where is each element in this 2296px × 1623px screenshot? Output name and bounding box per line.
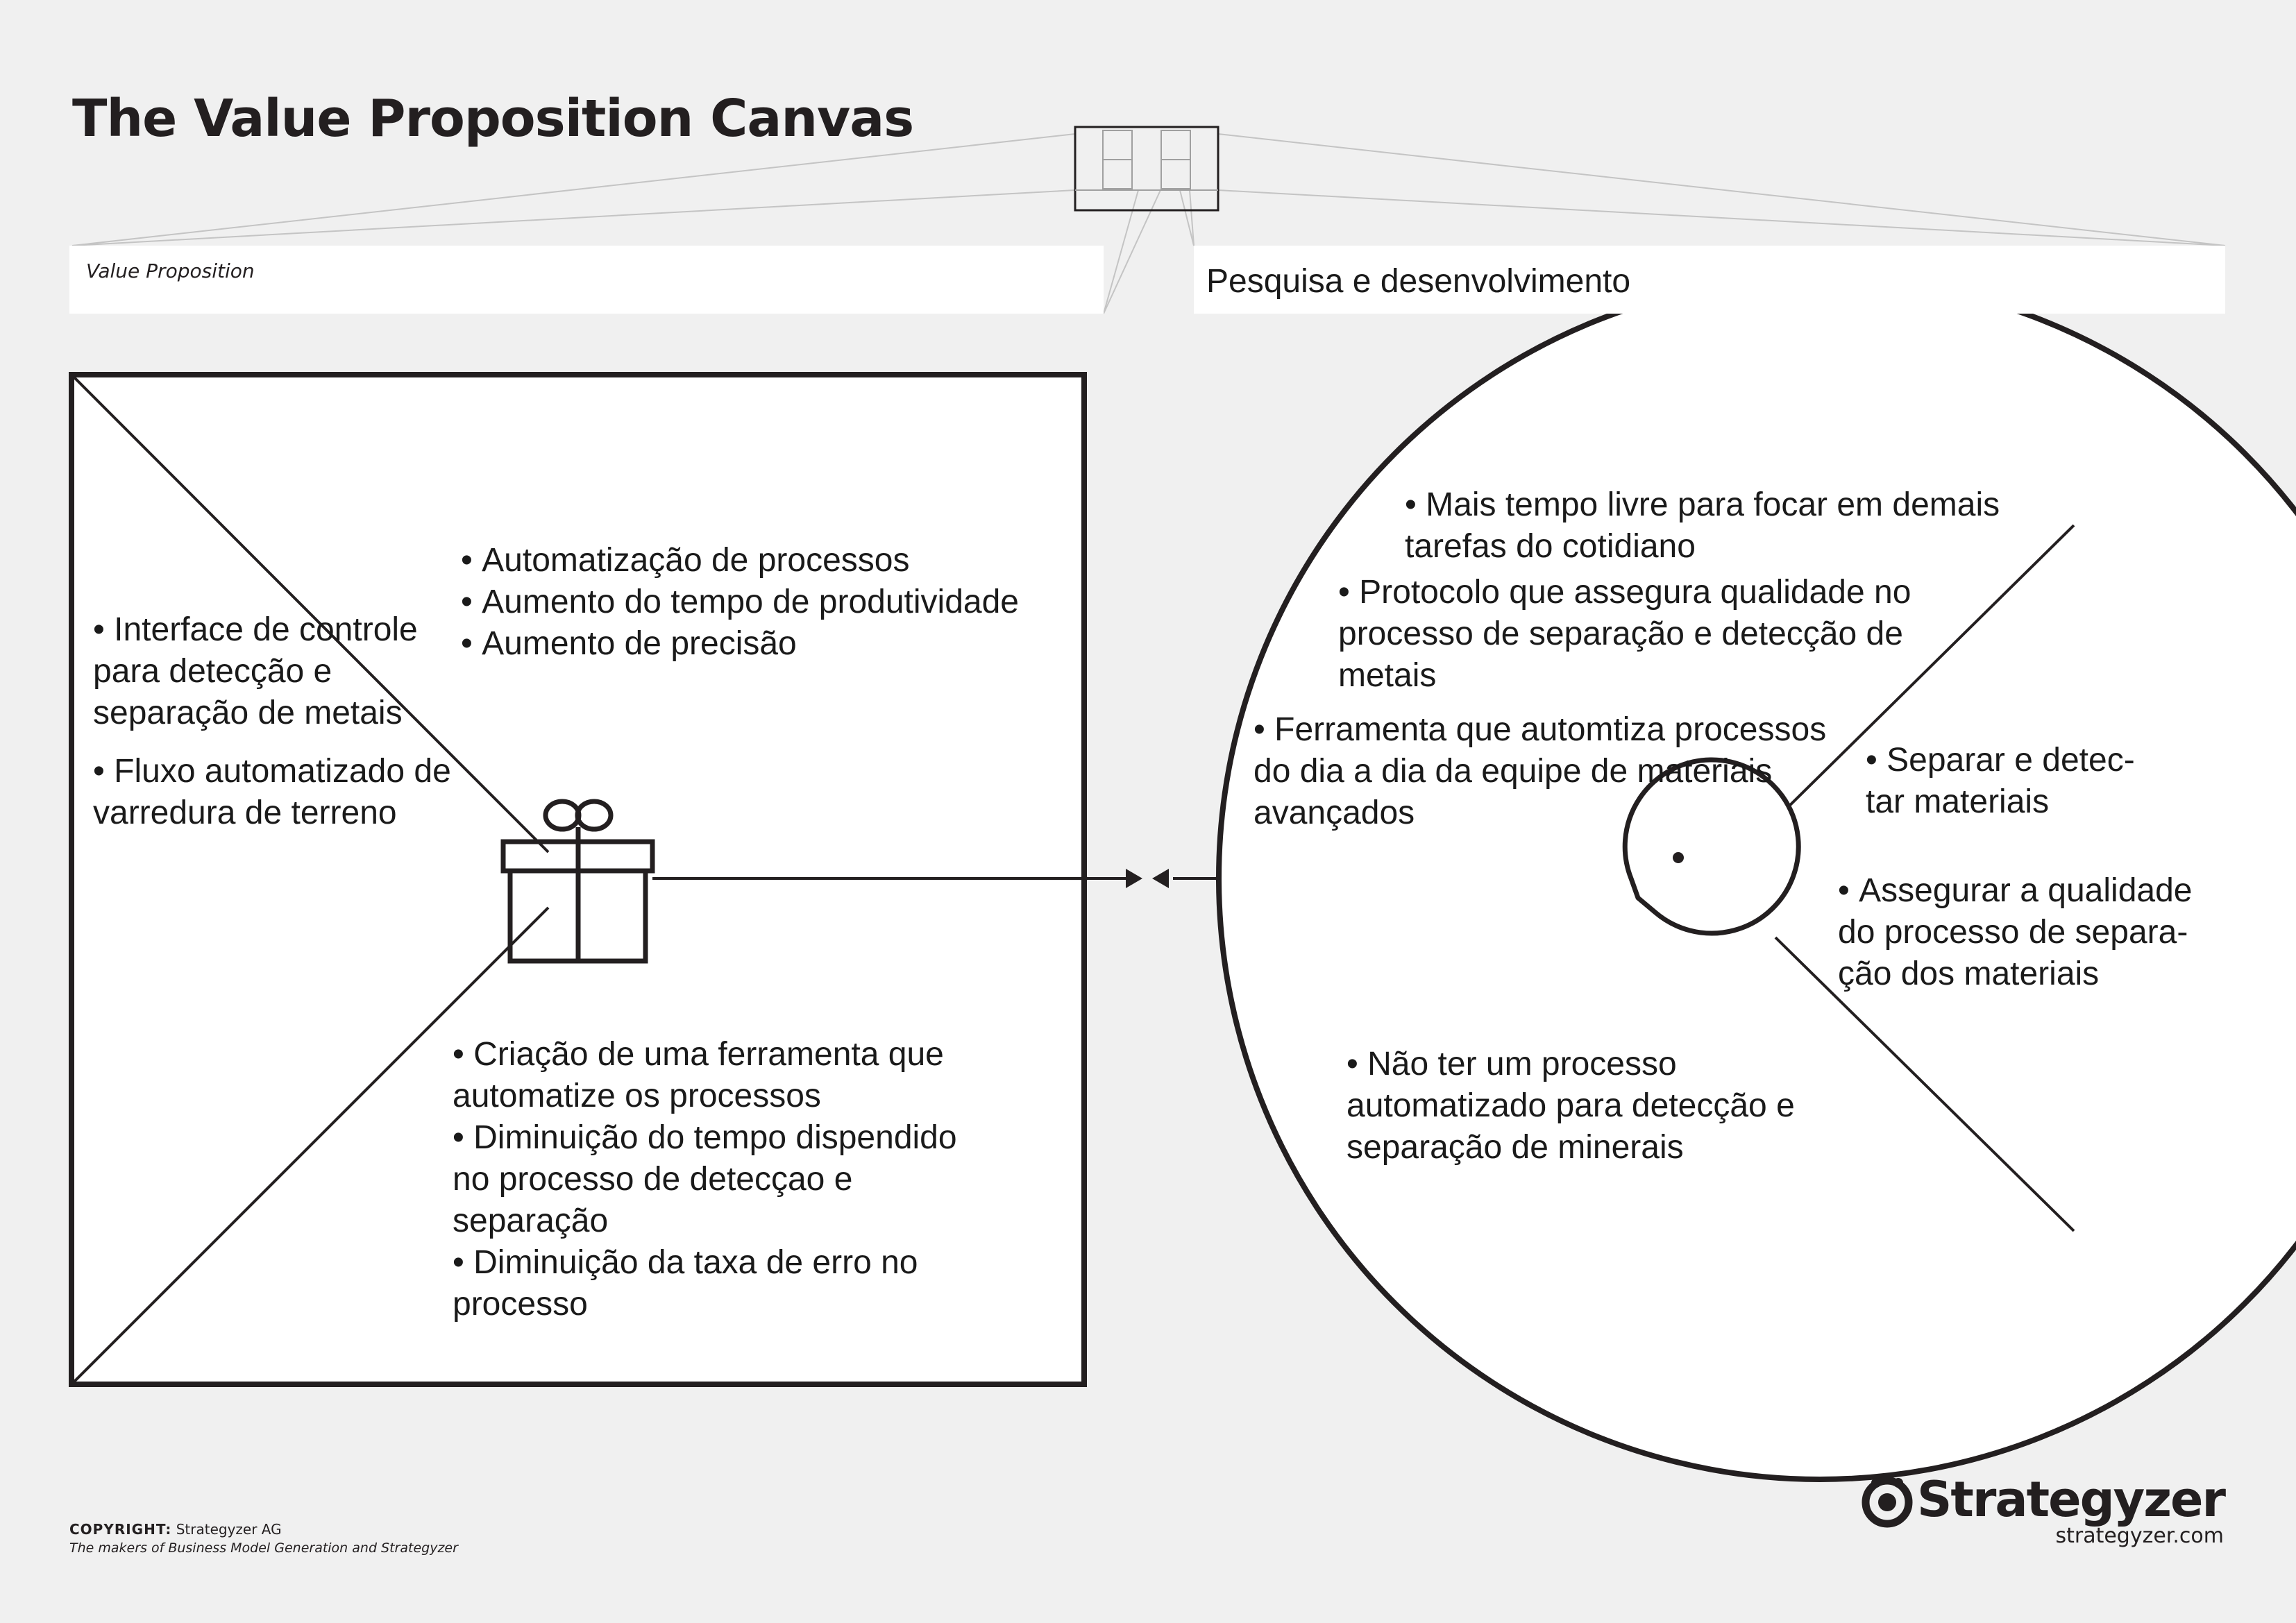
customer-segment-field[interactable]: Pesquisa e desenvolvimento xyxy=(1194,246,2225,314)
strategyzer-wordmark: Strategyzer xyxy=(1917,1471,2226,1528)
gain-creators-list: Automatização de processos Aumento do te… xyxy=(461,540,1072,665)
products-services-item: Interface de controle para detecção e se… xyxy=(93,609,468,734)
customer-segment-value: Pesquisa e desenvolvimento xyxy=(1206,263,1631,300)
canvas-thumbnail-icon xyxy=(1074,126,1219,212)
gain-creators-item: Aumento de precisão xyxy=(461,623,1072,665)
products-services-item: Fluxo automatizado de varredura de terre… xyxy=(93,751,468,834)
customer-jobs-item: Assegurar a qualidade do processo de sep… xyxy=(1838,870,2220,995)
copyright-owner: Strategyzer AG xyxy=(176,1521,282,1538)
gift-icon xyxy=(500,799,655,964)
strategyzer-url[interactable]: strategyzer.com xyxy=(2055,1524,2224,1548)
gains-item: Protocolo que assegura qualidade no proc… xyxy=(1338,572,1949,697)
gain-creators-item: Automatização de processos xyxy=(461,540,1072,581)
page-title: The Value Proposition Canvas xyxy=(72,89,914,148)
gains-item: Mais tempo livre para focar em demais ta… xyxy=(1405,484,2043,568)
strategyzer-logo[interactable]: Strategyzer xyxy=(1860,1470,2226,1532)
products-services-list: Interface de controle para detecção e se… xyxy=(93,609,468,851)
customer-jobs-item: Separar e detec-tar materiais xyxy=(1866,740,2171,823)
copyright-label: COPYRIGHT: xyxy=(69,1521,172,1538)
strategyzer-logo-icon xyxy=(1862,1477,1913,1528)
pains-item: Não ter um processo automatizado para de… xyxy=(1347,1044,1818,1169)
pain-relievers-list: Criação de uma ferramenta que automatize… xyxy=(453,1034,994,1325)
pain-relievers-item: Diminuição do tempo dispendido no proces… xyxy=(453,1117,994,1242)
gains-item: Ferramenta que automtiza processos do di… xyxy=(1253,709,1871,834)
value-proposition-label: Value Proposition xyxy=(86,260,255,282)
pain-relievers-item: Diminuição da taxa de erro no processo xyxy=(453,1242,994,1325)
pain-relievers-item: Criação de uma ferramenta que automatize… xyxy=(453,1034,994,1117)
pains-list: Não ter um processo automatizado para de… xyxy=(1347,1044,1818,1169)
copyright-tagline: The makers of Business Model Generation … xyxy=(69,1540,458,1556)
copyright-line: COPYRIGHT: Strategyzer AG xyxy=(69,1521,282,1538)
gain-creators-item: Aumento do tempo de produtividade xyxy=(461,581,1072,623)
value-proposition-field[interactable]: Value Proposition xyxy=(69,246,1104,314)
